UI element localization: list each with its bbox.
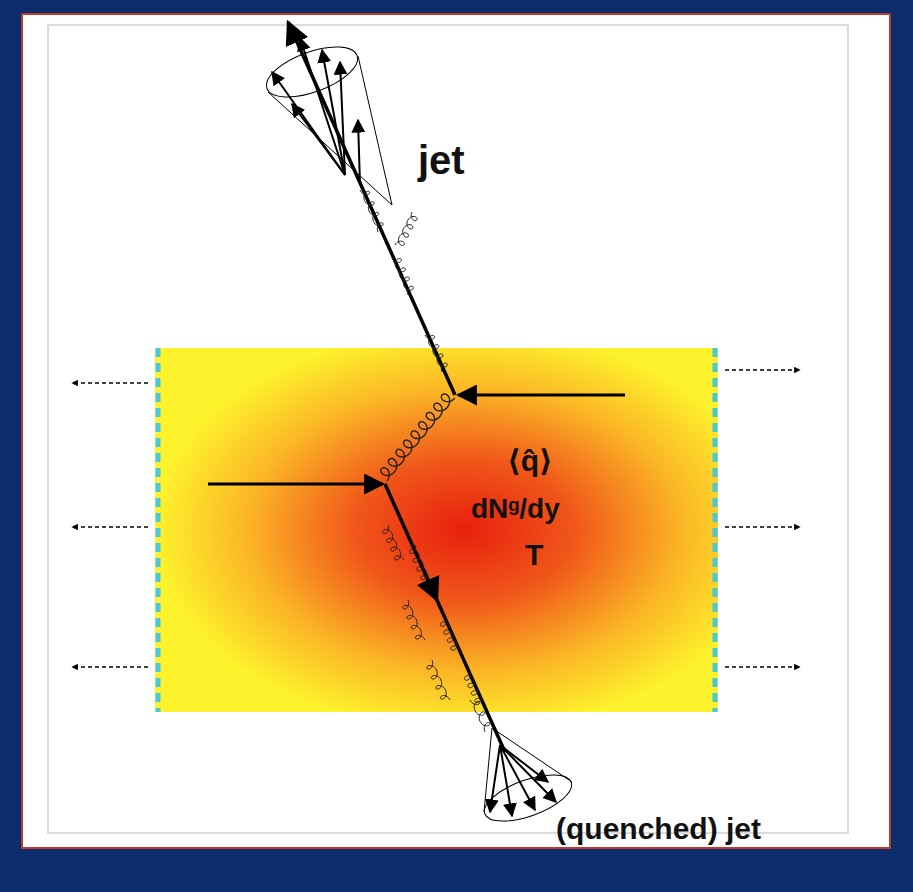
gluon-line — [392, 258, 413, 295]
gluon-line — [440, 618, 460, 650]
parton-lines — [208, 22, 625, 752]
leading-parton — [288, 22, 455, 395]
jet-particle — [322, 50, 345, 175]
gluon-line — [464, 672, 484, 703]
medium-parameter: ⟨q̂⟩ — [507, 444, 553, 477]
gluon-line — [383, 525, 404, 560]
incoming-parton — [208, 483, 383, 486]
medium-edge-right — [713, 348, 718, 712]
white-panel — [22, 14, 890, 848]
quenched-parton — [385, 484, 505, 752]
expansion-arrow — [725, 666, 800, 667]
gluon-line — [427, 660, 450, 700]
gluon-line — [470, 700, 490, 732]
medium-edge-left — [156, 348, 161, 712]
jet-particle — [358, 120, 360, 185]
gluon-line — [360, 190, 383, 232]
jet-particles — [490, 745, 556, 816]
qgp-medium — [155, 348, 718, 712]
jet-particle — [500, 745, 548, 782]
upper-jet-cone — [260, 37, 392, 205]
medium-parameter: T — [525, 538, 543, 571]
gluon-line — [381, 394, 455, 481]
jet-particle — [272, 72, 345, 175]
jet-label: jet — [418, 138, 465, 182]
jet-cone-edge — [268, 92, 392, 205]
gluon-line — [409, 545, 430, 580]
jet-particle — [300, 38, 345, 175]
expansion-arrow — [72, 666, 148, 667]
jet-particle — [500, 745, 556, 802]
jet-cone-edge — [358, 56, 392, 205]
jet-particle — [500, 745, 535, 810]
jet-particle — [490, 745, 500, 812]
expansion-arrow — [725, 369, 800, 370]
jet-particles — [272, 38, 360, 185]
gluon-line — [425, 335, 447, 372]
gluon-line — [403, 600, 425, 640]
expansion-arrow — [725, 526, 800, 527]
inner-panel-border — [48, 25, 848, 833]
expansion-arrow — [72, 382, 148, 383]
incoming-parton — [458, 394, 625, 397]
expansion-arrows — [72, 370, 800, 667]
jet-label: (quenched) jet — [556, 812, 761, 845]
expansion-arrow — [72, 526, 148, 527]
medium-region: ⟨q̂⟩ dNᵍ/dyT — [155, 348, 718, 712]
jet-particle — [292, 104, 345, 175]
jet-particle — [340, 62, 345, 175]
medium-parameter: dNᵍ/dy — [471, 494, 560, 525]
gluon-lines — [360, 190, 490, 732]
jet-cone-edge — [484, 728, 492, 812]
gluon-line — [395, 212, 417, 245]
quenched-parton-arrow — [425, 573, 437, 600]
